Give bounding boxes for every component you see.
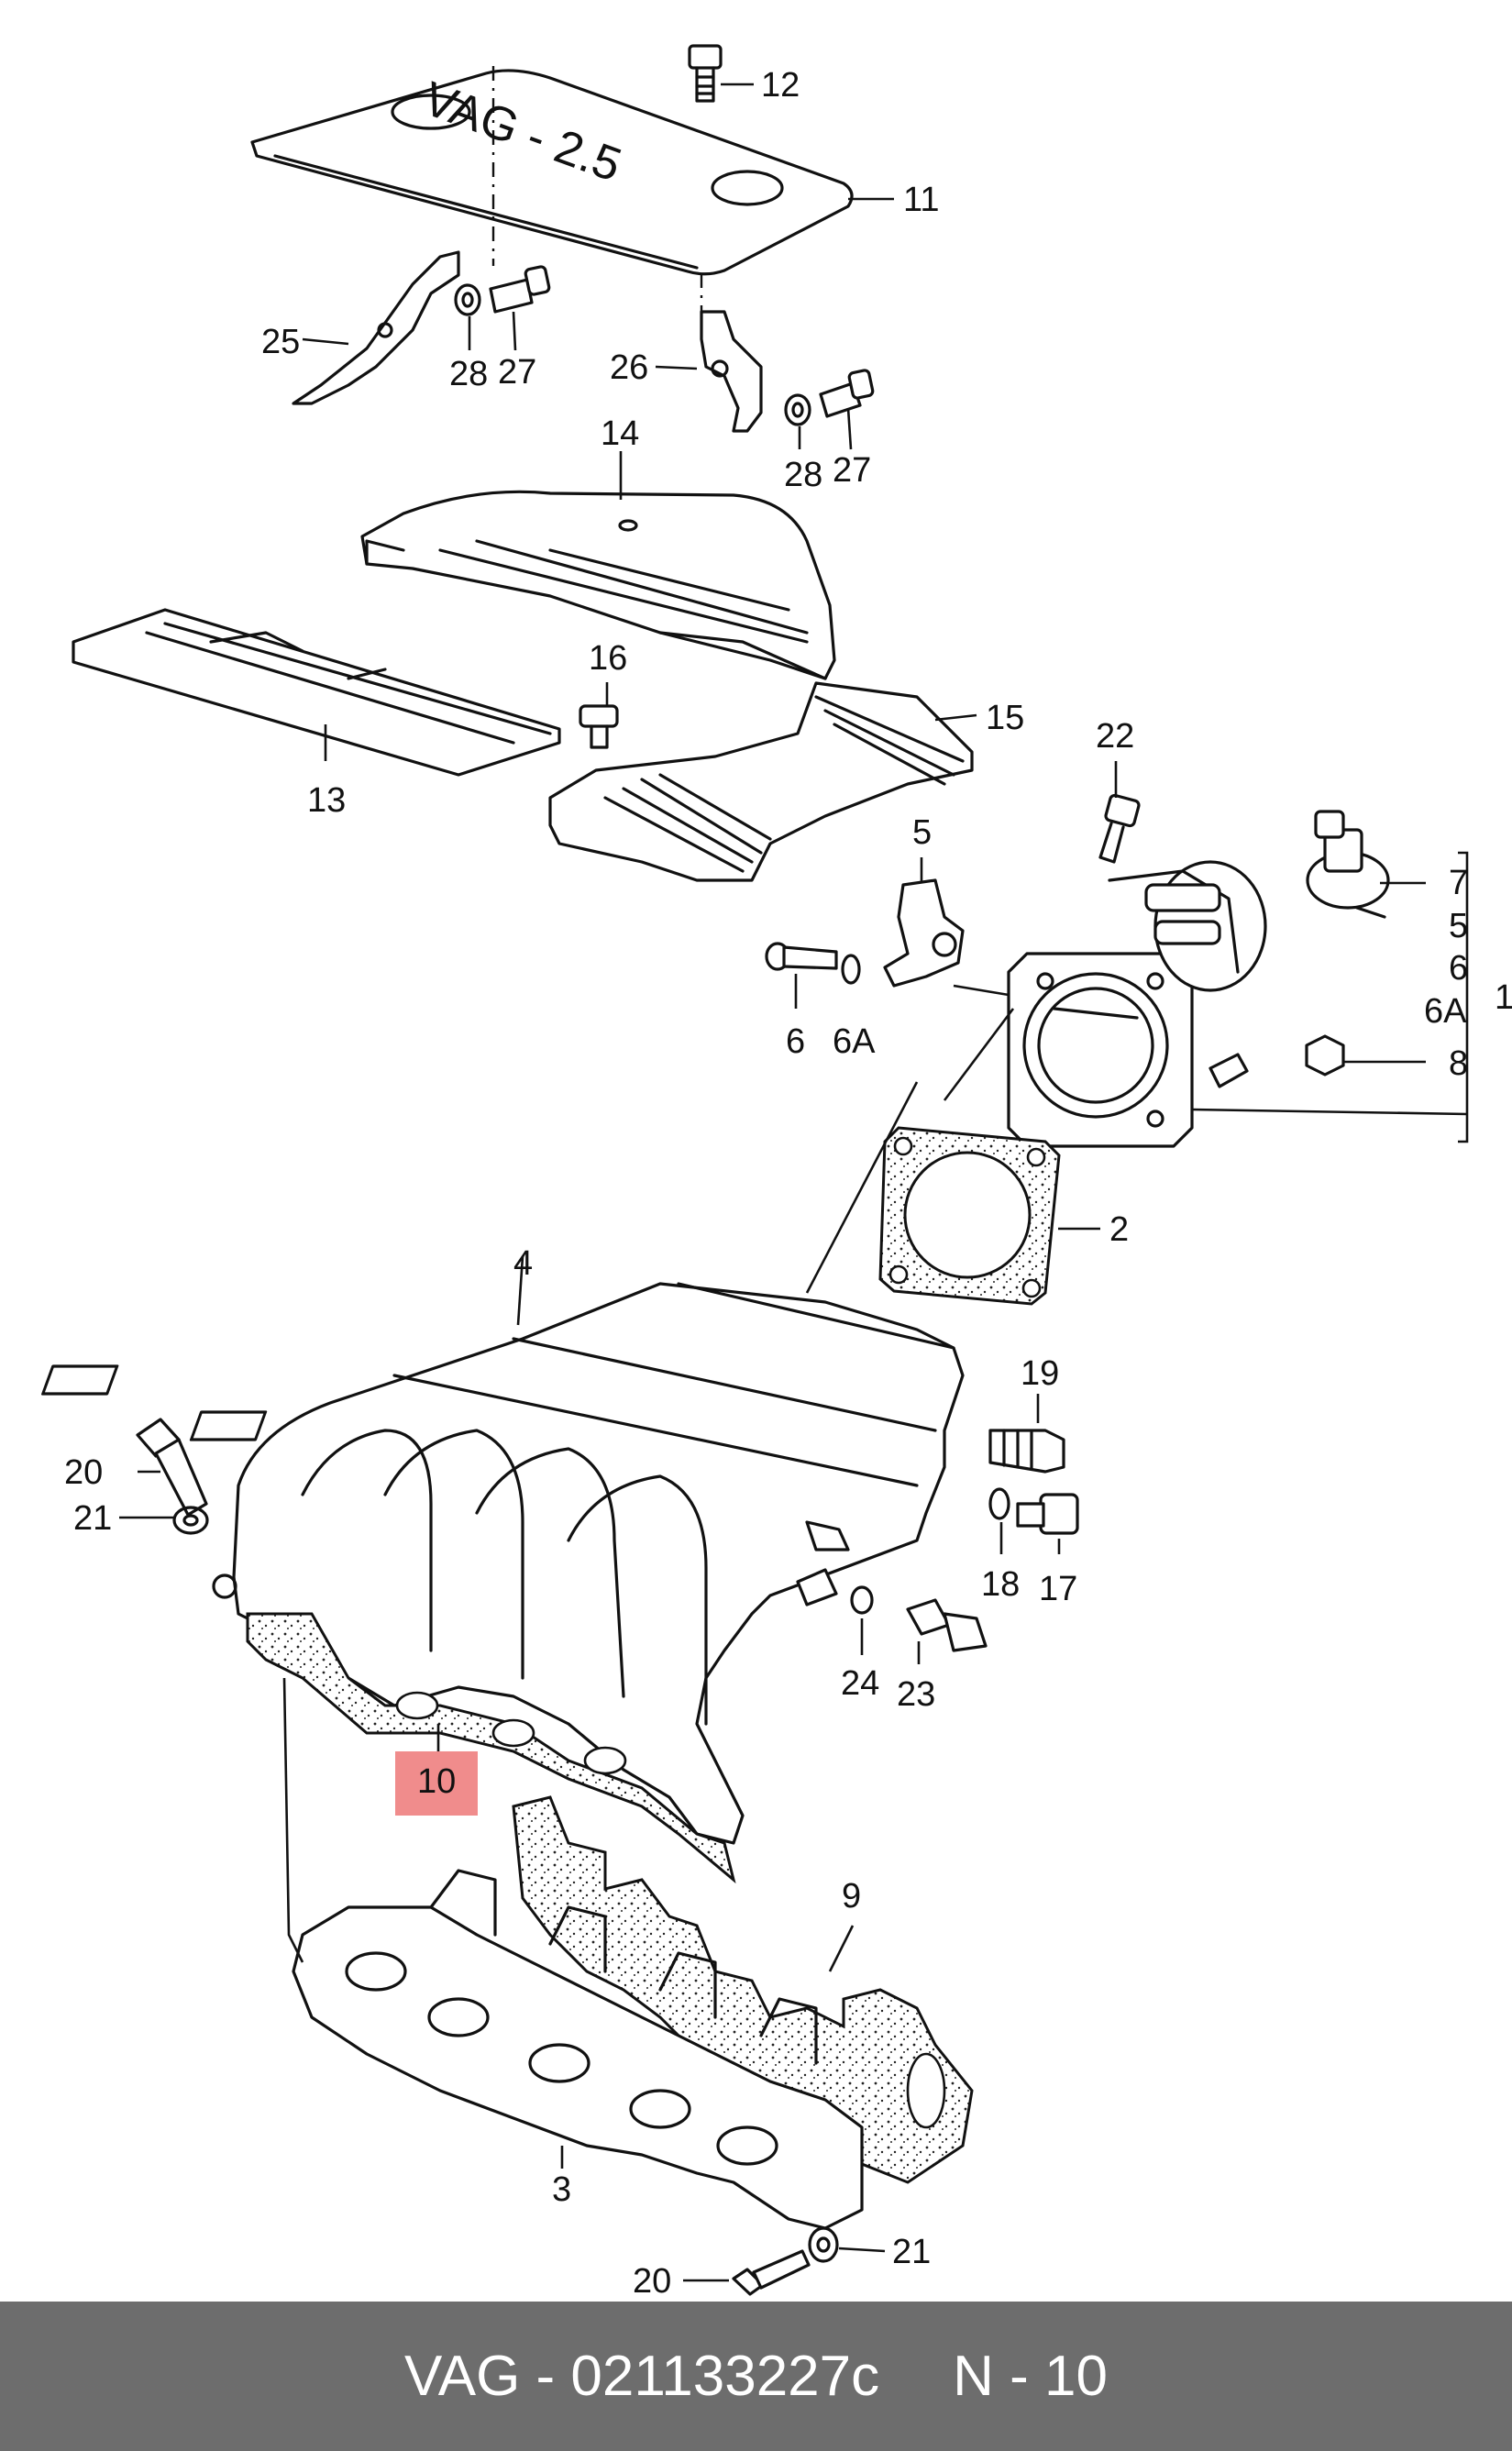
callout-6b[interactable]: 6 [1449, 949, 1468, 988]
callout-11[interactable]: 11 [903, 181, 939, 219]
callout-16[interactable]: 16 [589, 639, 627, 678]
parts-diagram: VAG - 2.5 [41, 44, 1512, 2301]
callout-6Aa[interactable]: 6A [833, 1022, 876, 1061]
callout-labels: 12 11 25 28 27 26 28 27 14 16 15 13 22 5… [64, 66, 1512, 2301]
part-number-label: VAG - 021133227c [403, 2345, 880, 2408]
callout-19[interactable]: 19 [1021, 1354, 1059, 1393]
engine-cover[interactable]: VAG - 2.5 [250, 69, 854, 276]
intake-cover-upper[interactable] [360, 490, 836, 680]
fitting-manifold-port[interactable] [796, 1520, 850, 1606]
callout-22[interactable]: 22 [1096, 717, 1134, 756]
intake-plate-13[interactable] [72, 608, 561, 777]
plug-17[interactable] [1016, 1493, 1079, 1535]
callout-14[interactable]: 14 [601, 414, 639, 453]
nut-8[interactable] [1305, 1034, 1345, 1076]
callout-17[interactable]: 17 [1039, 1570, 1077, 1608]
callout-25[interactable]: 25 [261, 323, 300, 361]
washer-18[interactable] [988, 1487, 1010, 1520]
bolt-27-left[interactable] [489, 265, 551, 314]
bracket-25[interactable] [292, 250, 460, 405]
callout-27b[interactable]: 27 [833, 451, 871, 490]
intake-manifold[interactable] [41, 1282, 965, 1845]
callout-6Ab[interactable]: 6A [1424, 992, 1467, 1031]
callout-21b[interactable]: 21 [892, 2233, 931, 2271]
callout-28b[interactable]: 28 [784, 456, 822, 494]
callout-5a[interactable]: 5 [912, 813, 932, 852]
fitting-19[interactable] [988, 1429, 1065, 1474]
callout-24[interactable]: 24 [841, 1664, 879, 1703]
washer-24[interactable] [850, 1585, 874, 1615]
idle-control-valve[interactable] [1306, 810, 1390, 919]
callout-12[interactable]: 12 [761, 66, 800, 105]
part-number-footer: VAG - 021133227c N - 10 [0, 2302, 1512, 2451]
highlight-box [395, 1751, 478, 1816]
gasket-2[interactable] [878, 1126, 1061, 1306]
washer-21-lower[interactable] [808, 2226, 839, 2263]
callout-1[interactable]: 1 [1495, 978, 1512, 1017]
washer-21-upper[interactable] [172, 1506, 209, 1535]
washer-6A[interactable] [841, 954, 861, 985]
throttle-position-sensor[interactable] [883, 878, 965, 988]
washer-28-left[interactable] [454, 283, 481, 316]
callout-15[interactable]: 15 [986, 699, 1024, 737]
callout-8[interactable]: 8 [1449, 1044, 1468, 1083]
bolt-20-upper[interactable] [136, 1418, 208, 1517]
sensor-23[interactable] [906, 1598, 988, 1652]
bolt-20-lower[interactable] [732, 2249, 811, 2296]
callout-20b[interactable]: 20 [633, 2262, 671, 2301]
callout-4[interactable]: 4 [513, 1244, 533, 1283]
intake-runner-15[interactable] [548, 681, 974, 882]
callout-5b[interactable]: 5 [1449, 907, 1468, 945]
bolt-22[interactable] [1098, 793, 1141, 864]
diagram-position-label: N - 10 [953, 2345, 1108, 2408]
bolt-16[interactable] [579, 704, 619, 749]
bracket-26[interactable] [700, 310, 763, 433]
callout-10[interactable]: 10 [417, 1762, 456, 1801]
callout-7[interactable]: 7 [1449, 864, 1468, 902]
callout-6a[interactable]: 6 [786, 1022, 805, 1061]
callout-26[interactable]: 26 [610, 348, 648, 387]
callout-3[interactable]: 3 [552, 2170, 571, 2209]
callout-18[interactable]: 18 [981, 1565, 1020, 1604]
screw-6[interactable] [765, 942, 838, 971]
callout-28a[interactable]: 28 [449, 355, 488, 393]
leader-lines [119, 83, 1469, 2282]
throttle-body[interactable] [1007, 860, 1267, 1148]
callout-23[interactable]: 23 [897, 1675, 935, 1714]
gasket-10[interactable] [246, 1612, 736, 1884]
washer-28-right[interactable] [784, 393, 811, 426]
bolt-12[interactable] [688, 44, 723, 103]
gasket-9[interactable] [512, 1795, 974, 2184]
callout-2[interactable]: 2 [1109, 1210, 1129, 1249]
callout-13[interactable]: 13 [307, 781, 346, 820]
callout-9[interactable]: 9 [842, 1877, 861, 1916]
callout-21a[interactable]: 21 [73, 1499, 112, 1538]
vacuum-fitting[interactable] [1208, 1053, 1249, 1088]
bolt-27-right[interactable] [819, 369, 875, 418]
callout-20a[interactable]: 20 [64, 1453, 103, 1492]
callout-27a[interactable]: 27 [498, 353, 536, 392]
